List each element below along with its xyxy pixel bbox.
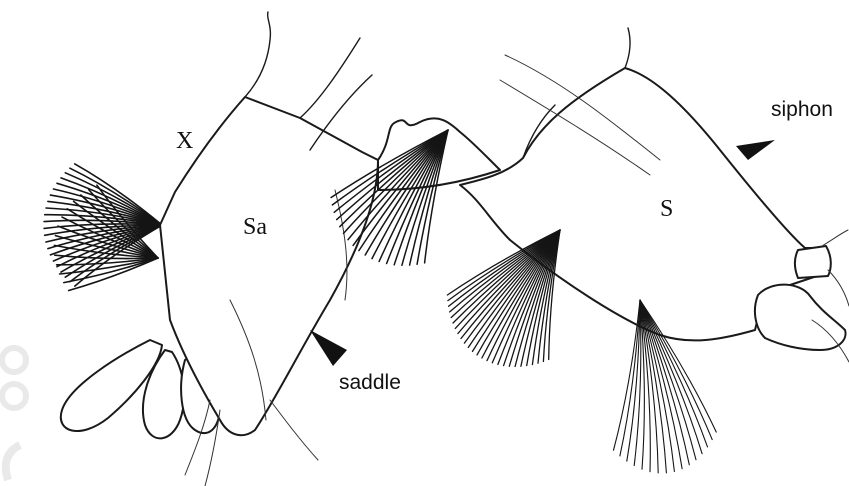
anal-segment-label: X (176, 128, 193, 155)
siphon (460, 28, 849, 362)
watermark (2, 348, 26, 480)
siphon-callout-label: siphon (771, 98, 833, 122)
ventral-brush-setae (44, 164, 162, 291)
siphon-arrowhead (736, 140, 775, 160)
siphon-abbrev-label: S (660, 196, 673, 223)
saddle-callout-label: saddle (339, 371, 401, 395)
saddle-abbrev-label: Sa (243, 214, 267, 241)
saddle-arrowhead (310, 330, 347, 366)
